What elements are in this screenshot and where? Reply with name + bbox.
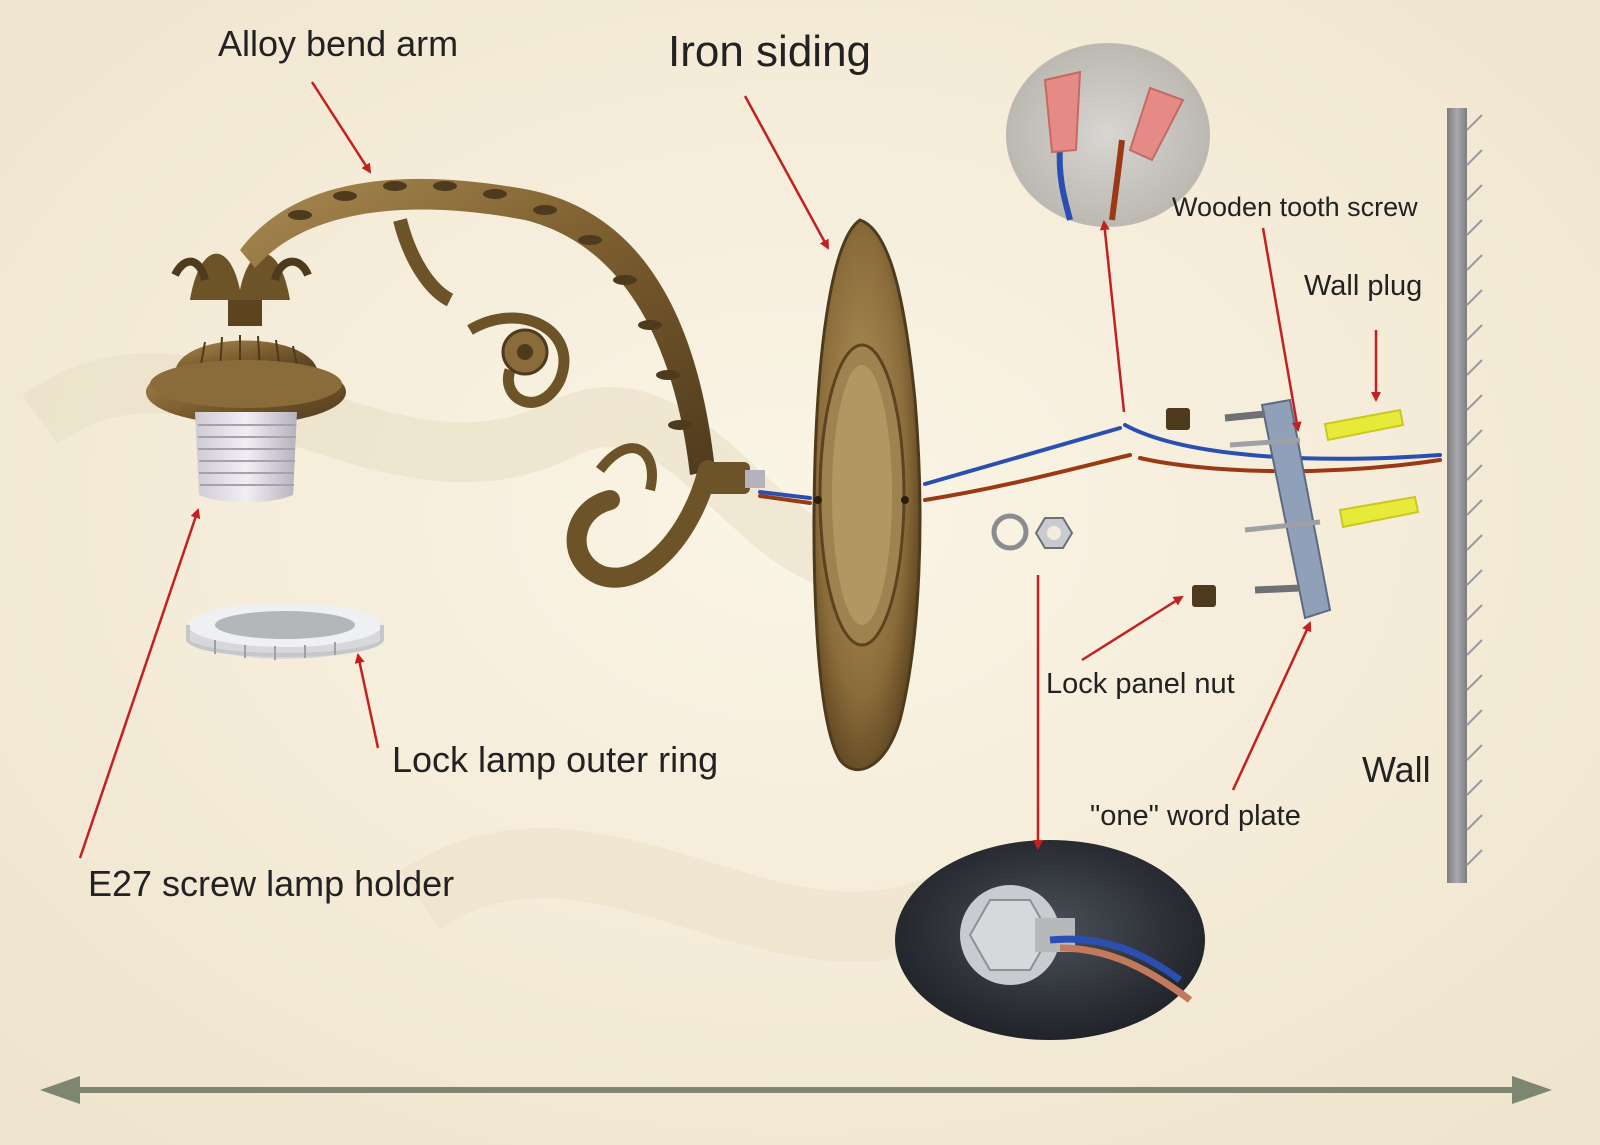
label-alloy-bend-arm: Alloy bend arm [218,23,459,64]
lock-ring [186,603,384,660]
e27-lamp-holder [146,253,346,503]
iron-siding-plate [812,218,922,771]
label-wall-plug: Wall plug [1304,270,1423,302]
label-lock-lamp-outer-ring: Lock lamp outer ring [392,739,719,780]
pointer-arrows [78,81,1381,859]
wire-nut-inset [1006,43,1210,227]
wall-plugs [1323,408,1420,529]
wires [758,423,1442,505]
wall [1447,108,1483,883]
alloy-bend-arm [240,178,765,588]
label-lock-panel-nut: Lock panel nut [1046,668,1235,700]
label-wall: Wall [1362,749,1431,790]
label-iron-siding: Iron siding [668,27,872,76]
dimension-arrow [40,1076,1552,1104]
washer-and-nut [991,513,1074,551]
label-wooden-tooth-screw: Wooden tooth screw [1172,192,1418,222]
label-one-word-plate: "one" word plate [1090,800,1301,832]
nut-closeup-inset [895,840,1205,1040]
lock-panel-nuts [1166,408,1216,607]
one-word-plate [1224,398,1332,620]
label-e27-screw-lamp-holder: E27 screw lamp holder [88,863,455,904]
